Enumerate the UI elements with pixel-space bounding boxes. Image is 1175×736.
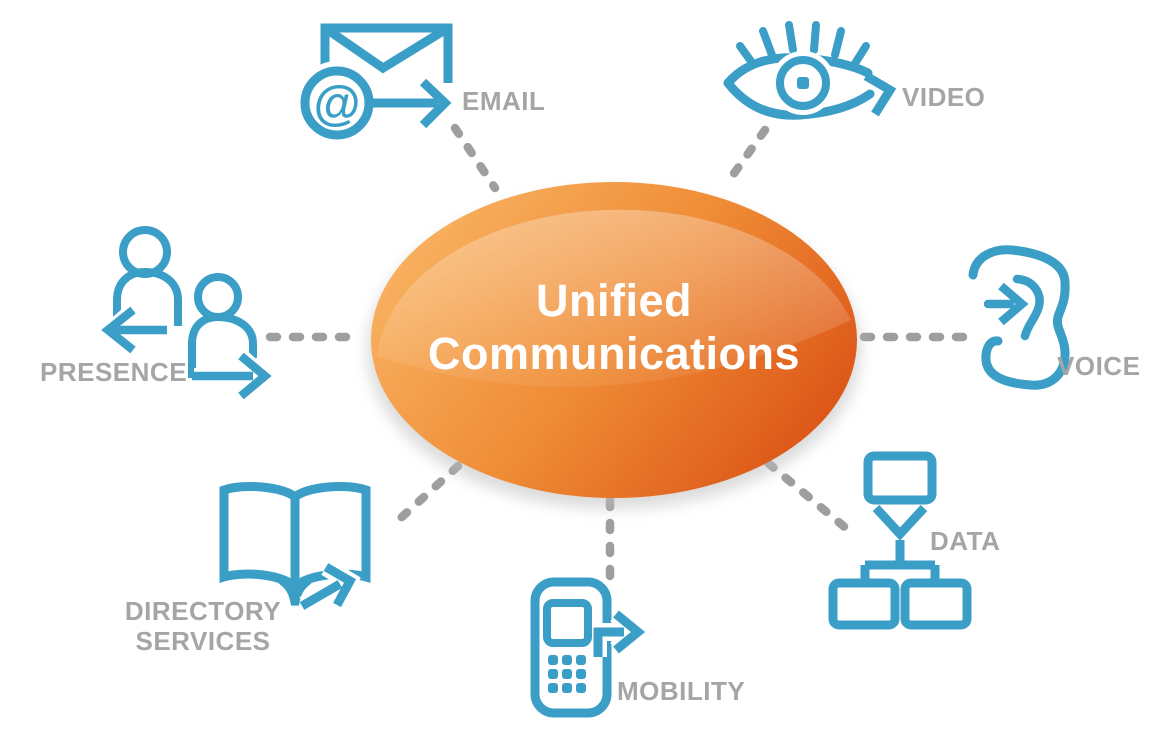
connector-spokes	[265, 123, 968, 582]
directory-services-label: DIRECTORY SERVICES	[117, 596, 289, 656]
presence-label: PRESENCE	[40, 357, 188, 387]
center-title-line2: Communications	[427, 328, 801, 379]
unified-communications-ellipse	[367, 182, 861, 509]
spoke-video	[720, 125, 770, 191]
svg-text:@: @	[314, 78, 361, 131]
video-label: VIDEO	[902, 82, 986, 112]
two-people-arrows-icon	[97, 226, 275, 402]
directory-services-label-line2: SERVICES	[135, 626, 271, 656]
directory-services-label-line1: DIRECTORY	[124, 596, 282, 626]
ellipse-gloss	[377, 209, 851, 387]
keypad-dots	[548, 655, 586, 693]
center-title-line1: Unified	[536, 275, 692, 326]
mobility-label: MOBILITY	[617, 676, 746, 706]
flowchart-hierarchy-icon	[828, 451, 972, 630]
center-title: Unified Communications	[374, 274, 854, 380]
spoke-data	[763, 458, 858, 539]
envelope-at-arrow-icon: @	[295, 23, 458, 145]
voice-label: VOICE	[1057, 351, 1141, 381]
spoke-directory-services	[387, 461, 463, 531]
data-label: DATA	[930, 526, 1001, 556]
mobile-phone-arrow-icon	[530, 577, 653, 718]
eye-arrow-icon	[723, 21, 897, 120]
open-book-arrow-icon	[219, 481, 371, 613]
spoke-email	[450, 123, 500, 193]
email-label: EMAIL	[462, 86, 546, 116]
ear-arrow-icon	[968, 245, 1070, 390]
